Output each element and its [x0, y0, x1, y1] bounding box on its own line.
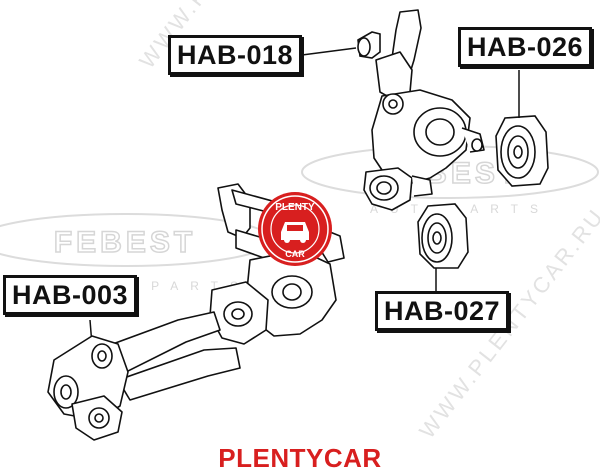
bushing-hab018-drawing [357, 31, 381, 59]
bushing-hab026-drawing [495, 115, 549, 187]
watermark-brand-left: FEBEST [54, 226, 196, 259]
part-label-hab-018: HAB-018 [168, 35, 303, 75]
knuckle-drawing [363, 9, 485, 211]
stamp-bottom-text: CAR [285, 249, 305, 259]
stamp-top-text: PLENTY [275, 202, 315, 213]
brand-caption: PLENTYCAR [218, 443, 382, 473]
bushing-hab027-drawing [417, 203, 469, 269]
trailing-arm-drawing [47, 183, 345, 441]
part-label-hab-026: HAB-026 [458, 27, 593, 67]
plentycar-stamp-logo: PLENTY CAR [258, 192, 332, 266]
part-label-hab-003: HAB-003 [3, 275, 138, 315]
part-label-hab-027: HAB-027 [375, 291, 510, 331]
